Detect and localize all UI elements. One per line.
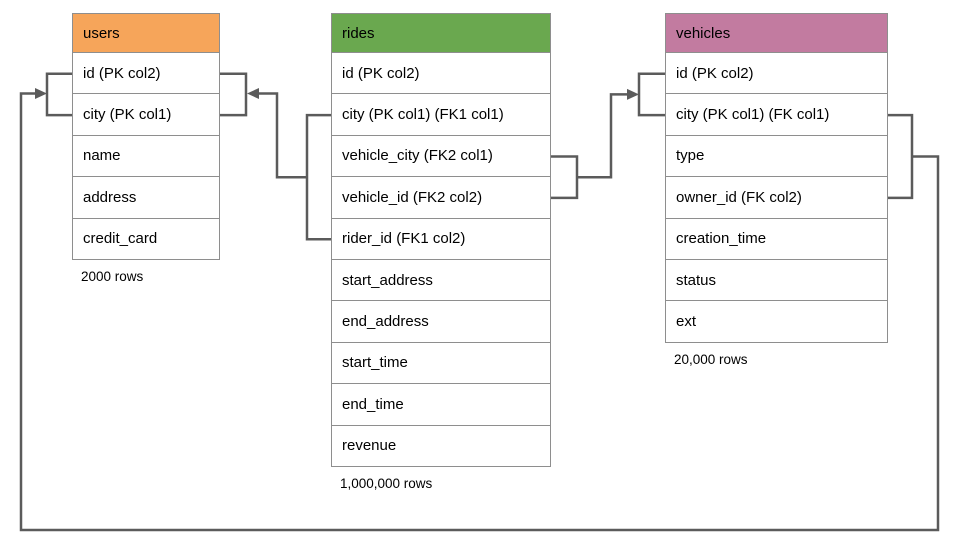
fk1-users-bracket	[220, 72, 248, 117]
fk-vehicles-to-users-connector	[19, 72, 940, 532]
fk2-vehicles-bracket	[637, 72, 665, 117]
fk1-rides-to-users-connector	[220, 72, 331, 241]
column-row: vehicle_city (FK2 col1)	[331, 135, 551, 178]
fk2-rides-bracket	[551, 155, 579, 200]
column-row: start_address	[331, 259, 551, 302]
column-row: revenue	[331, 425, 551, 467]
column-row: id (PK col2)	[331, 53, 551, 95]
column-row: name	[72, 135, 220, 178]
fk1-rides-bracket	[305, 113, 331, 241]
column-row: city (PK col1)	[72, 94, 220, 136]
fk-link-line	[19, 92, 940, 532]
column-row: id (PK col2)	[665, 53, 888, 95]
fk-users-bracket	[45, 72, 72, 117]
table-vehicles-rowcount: 20,000 rows	[674, 351, 748, 367]
column-row: address	[72, 177, 220, 219]
column-row: status	[665, 259, 888, 302]
table-rides-header: rides	[331, 13, 551, 53]
table-users-header: users	[72, 13, 220, 53]
table-rides: rides id (PK col2) city (PK col1) (FK1 c…	[331, 13, 551, 491]
table-users-rowcount: 2000 rows	[81, 268, 144, 284]
fk1-link-line	[258, 92, 307, 179]
column-row: id (PK col2)	[72, 53, 220, 95]
table-rides-rowcount: 1,000,000 rows	[340, 475, 433, 491]
column-row: start_time	[331, 342, 551, 385]
fk-vehicles-bracket	[888, 113, 914, 200]
column-row: type	[665, 135, 888, 178]
column-row: credit_card	[72, 218, 220, 260]
column-row: creation_time	[665, 218, 888, 260]
table-vehicles-header: vehicles	[665, 13, 888, 53]
column-row: owner_id (FK col2)	[665, 177, 888, 219]
fk-arrowhead-icon	[35, 88, 47, 99]
table-users: users id (PK col2) city (PK col1) name a…	[72, 13, 220, 284]
table-vehicles: vehicles id (PK col2) city (PK col1) (FK…	[665, 13, 888, 367]
column-row: city (PK col1) (FK col1)	[665, 94, 888, 136]
column-row: end_time	[331, 384, 551, 426]
fk2-rides-to-vehicles-connector	[551, 72, 665, 200]
column-row: vehicle_id (FK2 col2)	[331, 177, 551, 219]
column-row: city (PK col1) (FK1 col1)	[331, 94, 551, 136]
fk2-arrowhead-icon	[627, 88, 639, 100]
column-row: end_address	[331, 301, 551, 343]
column-row: rider_id (FK1 col2)	[331, 218, 551, 260]
column-row: ext	[665, 301, 888, 343]
fk1-arrowhead-icon	[247, 88, 259, 99]
fk2-link-line	[577, 93, 628, 179]
